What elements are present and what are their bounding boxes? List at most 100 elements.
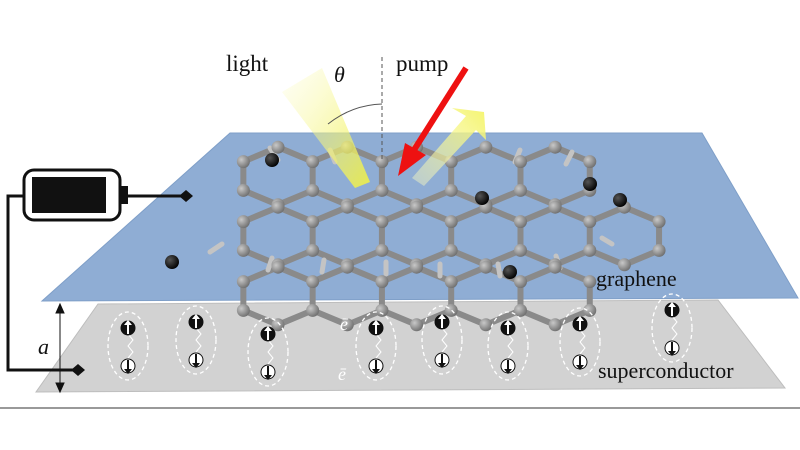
lattice-atom <box>513 155 527 169</box>
lattice-atom <box>271 140 285 154</box>
lattice-atom <box>444 243 458 257</box>
lattice-atom <box>479 318 493 332</box>
lattice-atom <box>583 303 597 317</box>
lattice-atom <box>236 243 250 257</box>
lattice-atom <box>479 140 493 154</box>
label-a: a <box>38 334 49 359</box>
lattice-atom <box>271 200 285 214</box>
lattice-atom <box>410 200 424 214</box>
angle-arc <box>327 103 383 125</box>
cooper-pair-outline <box>651 293 693 363</box>
lattice-atom <box>444 275 458 289</box>
cooper-pair-outline <box>107 311 149 381</box>
lattice-edge-bond <box>319 257 327 275</box>
lattice-atom <box>306 183 320 197</box>
cooper-pair <box>247 317 289 387</box>
lattice-atom <box>340 200 354 214</box>
lattice-atom <box>652 243 666 257</box>
spin-down-arrowhead <box>438 314 446 319</box>
lattice-atom <box>444 183 458 197</box>
graphene-electron <box>613 193 627 207</box>
graphene-contact <box>179 190 193 202</box>
lattice-atom <box>548 140 562 154</box>
cooper-pair-outline <box>175 305 217 375</box>
lattice-atom <box>513 303 527 317</box>
lattice-atom <box>236 215 250 229</box>
lattice-atom <box>271 318 285 332</box>
cooper-pair <box>175 305 217 375</box>
spin-down-arrowhead <box>264 326 272 331</box>
lattice-atom <box>375 275 389 289</box>
lattice-atom <box>548 260 562 274</box>
cooper-pair <box>421 305 463 375</box>
spin-down-arrowhead <box>372 320 380 325</box>
separation-dimension <box>55 302 65 394</box>
lattice-atom <box>479 260 493 274</box>
coupling-spring <box>441 327 448 353</box>
lattice-edge-bond <box>495 261 503 279</box>
lattice-atom <box>306 215 320 229</box>
superconductor-plane <box>35 299 787 393</box>
coupling-spring <box>127 333 134 359</box>
lattice-atom <box>583 243 597 257</box>
lattice-atom <box>583 155 597 169</box>
lattice-atom <box>306 303 320 317</box>
lattice-atom <box>513 215 527 229</box>
lattice-atom <box>236 303 250 317</box>
coupling-spring <box>671 315 678 341</box>
lattice-atom <box>375 155 389 169</box>
label-light: light <box>226 51 269 76</box>
cooper-pair <box>651 293 693 363</box>
spin-up-arrowhead <box>668 351 676 356</box>
spin-down-arrowhead <box>124 320 132 325</box>
lattice-edge-bond <box>599 235 615 247</box>
lattice-atom <box>306 243 320 257</box>
spin-down-arrowhead <box>192 314 200 319</box>
label-theta: θ <box>334 62 345 87</box>
lattice-atom <box>340 318 354 332</box>
lattice-atom <box>375 243 389 257</box>
lattice-atom <box>236 275 250 289</box>
cooper-pair <box>107 311 149 381</box>
spin-up-arrowhead <box>192 363 200 368</box>
cooper-pair-outline <box>487 311 529 381</box>
spin-up-arrowhead <box>264 375 272 380</box>
lattice-atom <box>548 318 562 332</box>
lattice-atom <box>375 183 389 197</box>
cooper-pair <box>355 311 397 381</box>
lattice-atom <box>652 215 666 229</box>
graphene-electron <box>165 255 179 269</box>
lattice-atom <box>375 215 389 229</box>
lattice-atom <box>236 183 250 197</box>
lattice-atom <box>548 200 562 214</box>
coupling-spring <box>195 327 202 353</box>
spin-up-arrowhead <box>372 369 380 374</box>
spin-up-arrowhead <box>124 369 132 374</box>
battery <box>22 168 128 222</box>
lattice-atom <box>375 303 389 317</box>
lattice-atom <box>340 260 354 274</box>
lattice-atom <box>583 215 597 229</box>
cooper-pair-outline <box>559 307 601 377</box>
lattice-atom <box>410 260 424 274</box>
lattice-atom <box>410 318 424 332</box>
spin-up-arrowhead <box>504 369 512 374</box>
coupling-spring <box>507 333 514 359</box>
lattice-atom <box>513 183 527 197</box>
spin-down-arrowhead <box>504 320 512 325</box>
lattice-edge-bond <box>207 241 225 255</box>
pump-arrow <box>411 66 469 152</box>
graphene-electron <box>265 153 279 167</box>
lattice-atom <box>444 303 458 317</box>
spin-up-arrowhead <box>438 363 446 368</box>
graphene-electron <box>583 177 597 191</box>
spin-down-arrowhead <box>576 316 584 321</box>
reflected-light-beam <box>412 108 486 186</box>
graphene-electron <box>475 191 489 205</box>
lattice-edge-bond <box>265 255 275 273</box>
cooper-pair <box>487 311 529 381</box>
cooper-pair <box>559 307 601 377</box>
lattice-atom <box>583 275 597 289</box>
